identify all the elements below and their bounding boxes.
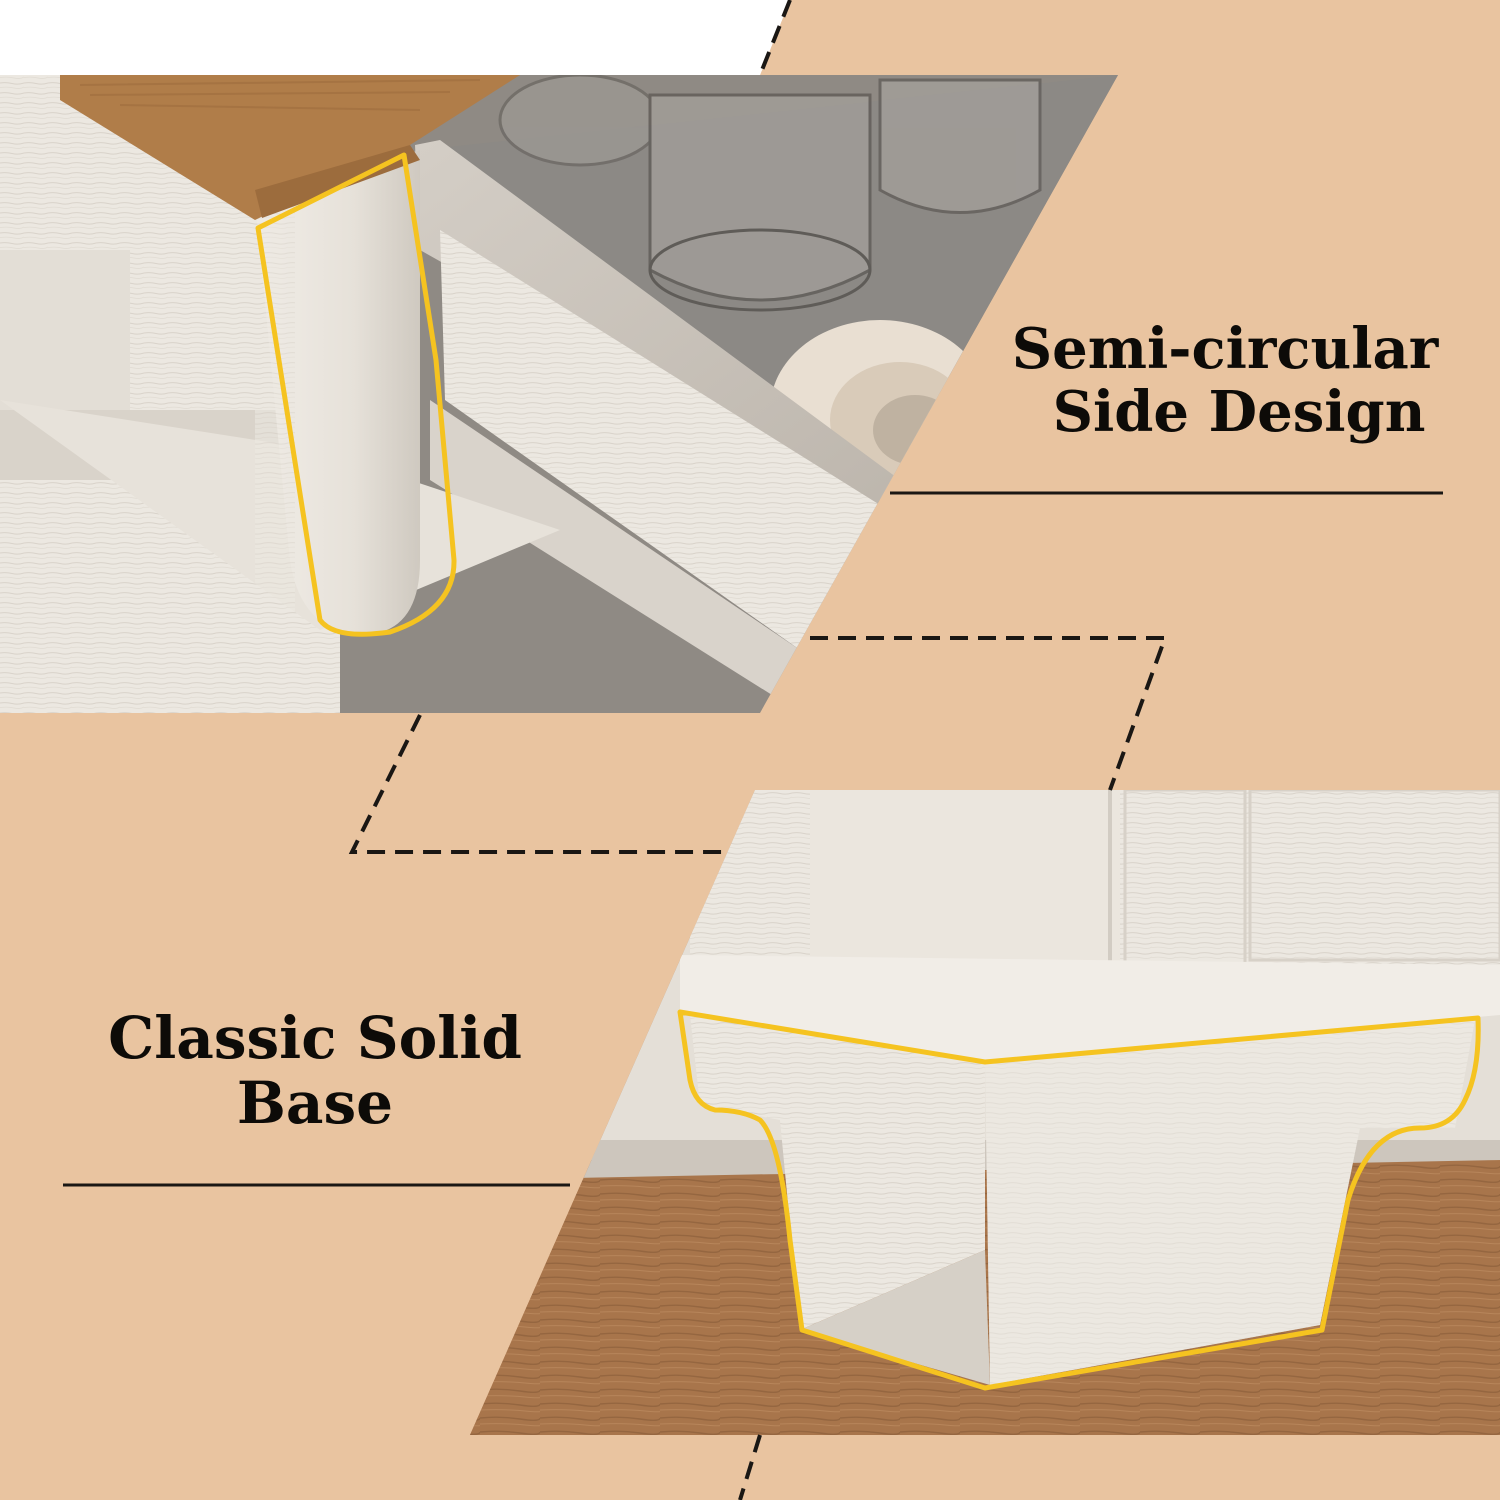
base-caption: Classic Solid Base: [95, 1006, 535, 1136]
base-caption-line-1: Classic Solid: [108, 1004, 522, 1072]
glassware: [498, 75, 1042, 312]
drawer-front: [415, 140, 900, 510]
dashed-connector: [348, 0, 1168, 1500]
side-design-caption: Semi-circular Side Design: [1000, 318, 1450, 443]
side-caption-line-1: Semi-circular: [1011, 316, 1439, 382]
pillar: [255, 150, 420, 635]
side-highlight-outline: [255, 152, 457, 637]
base-highlight-outline: [677, 1009, 1481, 1391]
side-caption-line-2: Side Design: [1052, 378, 1426, 445]
foot: [690, 1015, 985, 1330]
wooden-top: [60, 75, 520, 220]
base-caption-line-2: Base: [236, 1068, 394, 1137]
